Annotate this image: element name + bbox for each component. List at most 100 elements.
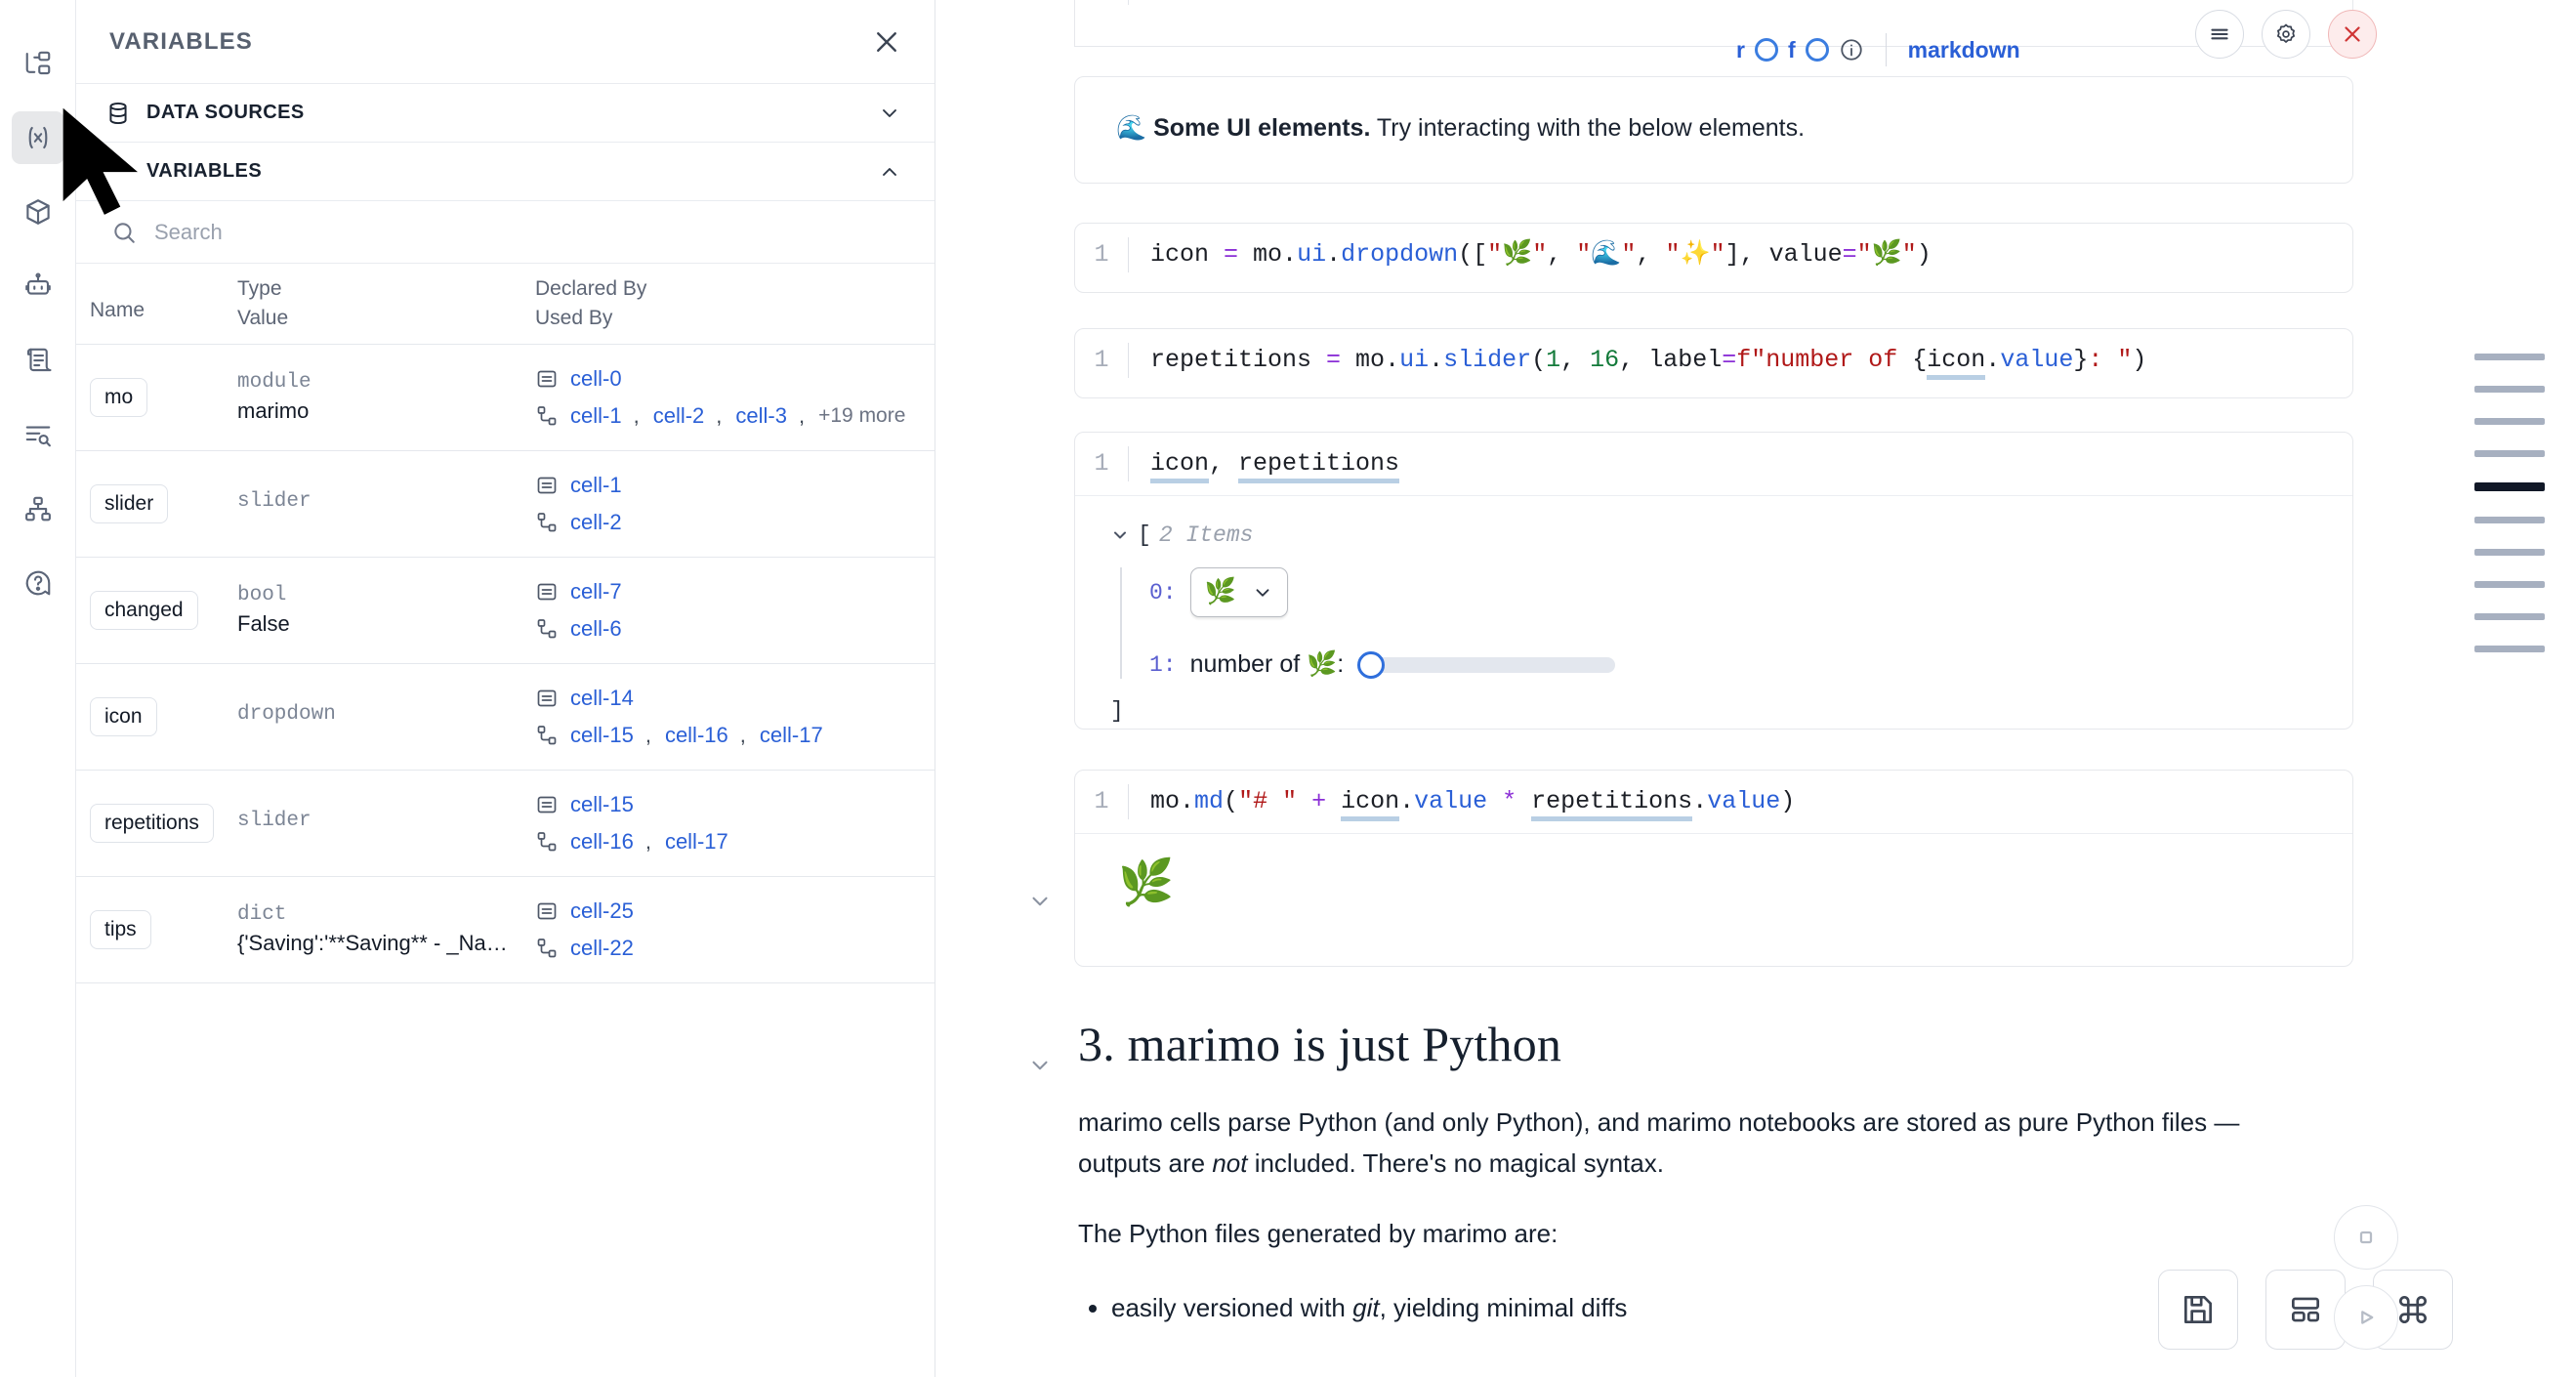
database-icon xyxy=(105,101,131,126)
cell-link[interactable]: cell-16 xyxy=(570,829,634,854)
code-line[interactable]: 1 repetitions = mo.ui.slider(1, 16, labe… xyxy=(1075,329,2352,392)
search-input[interactable] xyxy=(154,219,901,245)
collapse-chevron-doc-section[interactable] xyxy=(1027,1053,1053,1078)
section-variables[interactable]: VARIABLES xyxy=(76,143,935,201)
save-notebook-button[interactable] xyxy=(2158,1270,2238,1350)
code-cell-md[interactable]: 1 mo.md("# " + icon.value * repetitions.… xyxy=(1074,770,2353,967)
cell-link[interactable]: cell-17 xyxy=(759,723,823,747)
cell-link[interactable]: cell-17 xyxy=(664,829,728,854)
slider-knob[interactable] xyxy=(1357,650,1386,679)
scratchpad-icon[interactable] xyxy=(12,334,64,387)
doc-bullet-list: easily versioned with git, yielding mini… xyxy=(1078,1287,2289,1328)
minimap-bar[interactable] xyxy=(2474,482,2545,491)
cell-link[interactable]: cell-2 xyxy=(570,510,622,534)
cell-link[interactable]: cell-3 xyxy=(735,403,787,428)
markdown-output-text: 🌊 Some UI elements. Try interacting with… xyxy=(1075,77,2352,181)
cell-type-value: slider xyxy=(237,770,535,877)
code-cell-dropdown[interactable]: 1 icon = mo.ui.dropdown(["🌿", "🌊", "✨"],… xyxy=(1074,223,2353,293)
minimap-bar[interactable] xyxy=(2474,581,2545,588)
minimap-bar[interactable] xyxy=(2474,418,2545,425)
help-icon[interactable] xyxy=(12,557,64,609)
delete-cell-icon[interactable] xyxy=(2328,10,2377,59)
col-name: Name xyxy=(76,264,237,345)
collapse-chevron-md-cell[interactable] xyxy=(1027,889,1053,914)
cell-link[interactable]: cell-7 xyxy=(570,579,622,604)
icon-dropdown[interactable]: 🌿 xyxy=(1189,567,1288,617)
minimap-bar[interactable] xyxy=(2474,613,2545,620)
cell-menu-icon[interactable] xyxy=(2195,10,2244,59)
code-cell-display[interactable]: 1 icon, repetitions [ 2 Items 0: xyxy=(1074,432,2353,730)
declared-by-row: cell-0 xyxy=(535,366,925,392)
variable-name-pill[interactable]: repetitions xyxy=(90,804,214,843)
minimap-bar[interactable] xyxy=(2474,386,2545,393)
run-button[interactable] xyxy=(2334,1285,2398,1350)
markdown-output-cell[interactable]: 🌊 Some UI elements. Try interacting with… xyxy=(1074,76,2353,184)
code-cell-slider[interactable]: 1 repetitions = mo.ui.slider(1, 16, labe… xyxy=(1074,328,2353,398)
minimap-bar[interactable] xyxy=(2474,450,2545,457)
slider-track[interactable] xyxy=(1371,656,1616,673)
minimap-bar[interactable] xyxy=(2474,646,2545,652)
variables-icon[interactable] xyxy=(11,111,64,164)
cell-link[interactable]: cell-15 xyxy=(570,792,634,816)
more-count-label[interactable]: +19 more xyxy=(818,404,906,427)
gear-icon[interactable] xyxy=(2262,10,2310,59)
cell-language-label[interactable]: markdown xyxy=(1907,36,2020,63)
variable-name-pill[interactable]: icon xyxy=(90,697,157,736)
code-line[interactable]: 1 mo.md("# " + icon.value * repetitions.… xyxy=(1075,771,2352,835)
close-icon[interactable] xyxy=(872,27,901,57)
cell-link[interactable]: cell-25 xyxy=(570,898,634,923)
cell-link[interactable]: cell-1 xyxy=(570,473,622,497)
cell-link[interactable]: cell-15 xyxy=(570,723,634,747)
repetitions-slider[interactable] xyxy=(1357,650,1616,679)
variable-name-pill[interactable]: changed xyxy=(90,591,198,630)
cell-link[interactable]: cell-2 xyxy=(652,403,705,428)
variable-name-pill[interactable]: mo xyxy=(90,378,148,417)
r-flag-toggle[interactable] xyxy=(1754,38,1778,62)
declared-by-row: cell-25 xyxy=(535,898,925,924)
col-declared-by-label: Declared By xyxy=(535,277,647,300)
markdown-cell-top[interactable]: 1 """🌊 Some UI elements.""" Try interact… xyxy=(1074,0,2353,47)
code-line[interactable]: 1 icon, repetitions xyxy=(1075,433,2352,497)
file-explorer-icon[interactable] xyxy=(12,37,64,90)
notebook-minimap[interactable] xyxy=(2474,354,2545,678)
object-viewer: [ 2 Items 0: 🌿 xyxy=(1110,522,1616,724)
cell-link[interactable]: cell-14 xyxy=(570,686,634,710)
cell-link[interactable]: cell-6 xyxy=(570,616,622,641)
variable-value: False xyxy=(237,611,290,636)
cell-link[interactable]: cell-22 xyxy=(570,936,634,960)
chat-assistant-icon[interactable] xyxy=(12,260,64,313)
interrupt-button[interactable] xyxy=(2334,1205,2398,1270)
cell-variable-name: mo xyxy=(76,344,237,451)
minimap-bar[interactable] xyxy=(2474,354,2545,360)
variable-name-pill[interactable]: tips xyxy=(90,910,151,949)
outline-search-icon[interactable] xyxy=(12,408,64,461)
code-line[interactable]: 1 icon = mo.ui.dropdown(["🌿", "🌊", "✨"],… xyxy=(1075,224,2352,286)
code-line[interactable]: 1 """🌊 Some UI elements.""" Try interact… xyxy=(1075,0,2352,19)
dependency-graph-icon[interactable] xyxy=(12,482,64,535)
object-viewer-header[interactable]: [ 2 Items xyxy=(1110,522,1615,548)
bullet-em: git xyxy=(1352,1293,1380,1323)
f-flag-toggle[interactable] xyxy=(1805,38,1829,62)
col-type-label: Type xyxy=(237,277,282,300)
doc-paragraph-2: The Python files generated by marimo are… xyxy=(1078,1219,1558,1249)
minimap-bar[interactable] xyxy=(2474,549,2545,556)
cell-link[interactable]: cell-1 xyxy=(570,403,622,428)
chevron-down-icon[interactable] xyxy=(1110,525,1130,545)
cell-link[interactable]: cell-0 xyxy=(570,366,622,391)
section-data-sources[interactable]: DATA SOURCES xyxy=(76,84,935,143)
variable-name-pill[interactable]: slider xyxy=(90,484,169,523)
used-by-icon xyxy=(535,724,559,747)
doc-p1-em: not xyxy=(1212,1148,1248,1179)
row-index: 1: xyxy=(1149,651,1177,678)
info-icon[interactable] xyxy=(1839,37,1864,63)
minimap-bar[interactable] xyxy=(2474,517,2545,523)
packages-icon[interactable] xyxy=(12,186,64,238)
cell-link[interactable]: cell-16 xyxy=(664,723,728,747)
layout-button[interactable] xyxy=(2265,1270,2346,1350)
